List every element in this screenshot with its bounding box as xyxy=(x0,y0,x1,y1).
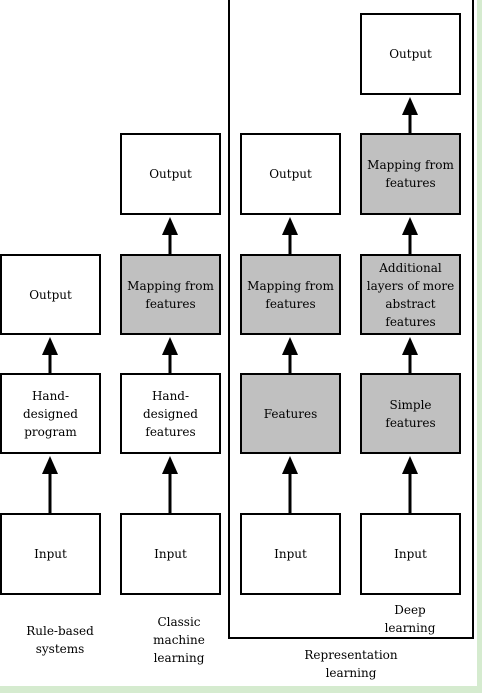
deep-output-box: Output xyxy=(360,13,461,95)
box-label: Output xyxy=(149,167,192,181)
arrow-deep-abstract-to-mapping xyxy=(402,217,418,254)
arrow-deep-mapping-to-output xyxy=(402,97,418,133)
box-label: Input xyxy=(34,547,67,561)
box-label: Mapping from features xyxy=(367,158,454,190)
deep-mapping-box: Mapping from features xyxy=(360,133,461,215)
arrows-layer xyxy=(42,97,418,513)
representation-mapping-box: Mapping from features xyxy=(240,254,341,335)
classic-ml-caption: Classic machine learning xyxy=(153,615,205,665)
classic-ml-mapping-box: Mapping from features xyxy=(120,254,221,335)
deep-learning-caption: Deep learning xyxy=(384,603,436,635)
box-label: Additional layers of more abstract featu… xyxy=(366,260,455,329)
classic-ml-output-box: Output xyxy=(120,133,221,215)
representation-features-box: Features xyxy=(240,373,341,454)
box-label: Hand-designed program xyxy=(23,388,78,439)
rule-based-program-box: Hand-designed program xyxy=(0,373,101,454)
diagram-canvas: Output Hand-designed program Input Rule-… xyxy=(0,0,477,686)
arrow-deep-input-to-simple xyxy=(402,456,418,513)
box-label: Input xyxy=(274,547,307,561)
arrow-representation-features-to-mapping xyxy=(282,337,298,373)
deep-input-box: Input xyxy=(360,513,461,595)
arrow-classic-features-to-mapping xyxy=(162,337,178,373)
box-label: Input xyxy=(154,547,187,561)
box-label: Mapping from features xyxy=(127,278,214,311)
representation-output-box: Output xyxy=(240,133,341,215)
rule-based-caption: Rule-based systems xyxy=(26,624,94,656)
arrow-rule-program-to-output xyxy=(42,337,58,373)
box-label: Output xyxy=(269,167,312,181)
box-label: Output xyxy=(29,287,72,302)
classic-ml-input-box: Input xyxy=(120,513,221,595)
representation-input-box: Input xyxy=(240,513,341,595)
box-label: Mapping from features xyxy=(247,278,334,311)
classic-ml-features-box: Hand-designed features xyxy=(120,373,221,454)
arrow-rule-input-to-program xyxy=(42,456,58,513)
box-label: Hand-designed features xyxy=(143,388,198,439)
box-label: Features xyxy=(263,406,318,421)
representation-learning-caption: Representation learning xyxy=(304,648,398,680)
arrow-classic-mapping-to-output xyxy=(162,217,178,254)
rule-based-input-box: Input xyxy=(0,513,101,595)
box-label: Output xyxy=(389,47,432,61)
arrow-representation-input-to-features xyxy=(282,456,298,513)
box-label: Input xyxy=(394,547,427,561)
arrow-representation-mapping-to-output xyxy=(282,217,298,254)
arrow-classic-input-to-features xyxy=(162,456,178,513)
box-label: Simple features xyxy=(385,397,436,430)
representation-learning-frame xyxy=(228,0,474,639)
rule-based-output-box: Output xyxy=(0,254,101,335)
arrow-deep-simple-to-abstract xyxy=(402,337,418,373)
deep-simple-box: Simple features xyxy=(360,373,461,454)
deep-abstract-box: Additional layers of more abstract featu… xyxy=(360,254,461,335)
